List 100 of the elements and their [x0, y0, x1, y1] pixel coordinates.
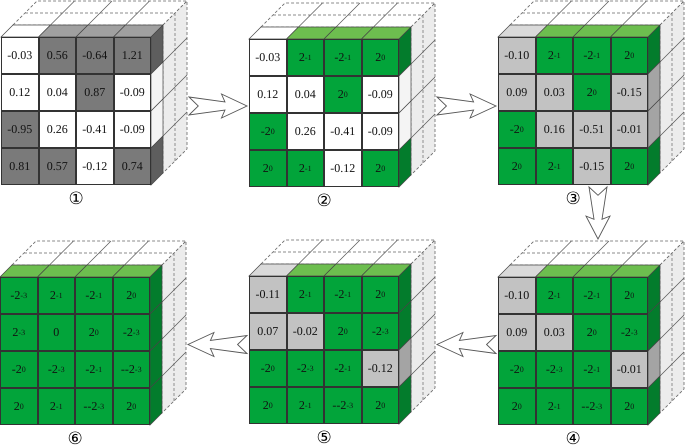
grid-cell: 0: [38, 314, 75, 351]
grid-cell: 0.03: [536, 74, 573, 111]
grid-cell: 2$^{-1}$: [536, 148, 573, 185]
step-number: ①: [68, 190, 84, 207]
grid-cell: -0.11: [249, 276, 286, 313]
grid-cell: -0.01: [610, 111, 648, 148]
grid-cell: -2$^{-3}$: [286, 350, 324, 387]
grid-cell: 2$^{0}$: [249, 387, 286, 424]
grid-cell: 2$^{0}$: [573, 74, 610, 111]
grid-cell: -0.12: [324, 150, 362, 187]
grid-cell: -0.64: [76, 37, 114, 74]
grid-cell: --2$^{-3}$: [324, 387, 362, 424]
grid-cell: -0.10: [498, 277, 536, 314]
grid-cell: 1.21: [114, 37, 151, 74]
grid-cell: -2$^{-1}$: [324, 39, 362, 76]
grid-cell: -0.41: [76, 111, 114, 148]
grid-cell: -2$^{-1}$: [573, 351, 610, 388]
grid-cell: --2$^{-3}$: [573, 388, 610, 425]
grid-cell: -2$^{-1}$: [324, 276, 362, 313]
grid-cell: 0.57: [38, 148, 76, 185]
grid-cell: 2$^{0}$: [362, 39, 399, 76]
block-arrow: [188, 93, 248, 119]
grid-cell: 0.12: [1, 74, 38, 111]
grid-cell: -0.12: [76, 148, 114, 185]
grid-cell: -2$^{0}$: [498, 351, 536, 388]
grid-cell: 0.81: [1, 148, 38, 185]
grid-cell: 2$^{0}$: [498, 388, 536, 425]
grid-cell: -2$^{0}$: [249, 113, 286, 150]
block-arrow: [585, 186, 611, 240]
grid-cell: -2$^{0}$: [498, 111, 536, 148]
grid-cell: -0.95: [1, 111, 38, 148]
grid-cell: -2$^{-3}$: [536, 351, 573, 388]
grid-cell: 2$^{0}$: [324, 76, 362, 113]
grid-cell: -2$^{-3}$: [0, 277, 38, 314]
grid-cell: 2$^{0}$: [75, 314, 112, 351]
grid-cell: 0.56: [38, 37, 76, 74]
grid-cell: 2$^{-3}$: [0, 314, 38, 351]
grid-cell: 0.07: [249, 313, 286, 350]
grid-cell: -2$^{-1}$: [75, 277, 112, 314]
grid-cell: -2$^{0}$: [249, 350, 286, 387]
grid-cell: 0.04: [286, 76, 324, 113]
grid-cell: 0.03: [536, 314, 573, 351]
grid-cell: 2$^{-1}$: [286, 387, 324, 424]
grid-cell: -0.51: [573, 111, 610, 148]
grid-cell: -0.01: [610, 351, 648, 388]
grid-cell: 0.12: [249, 76, 286, 113]
grid-cell: -2$^{-3}$: [362, 313, 399, 350]
grid-cell: 0.16: [536, 111, 573, 148]
grid-cell: 2$^{-1}$: [286, 276, 324, 313]
grid-cell: 2$^{-1}$: [38, 277, 75, 314]
grid-cell: -2$^{-1}$: [573, 37, 610, 74]
grid-cell: -0.09: [114, 74, 151, 111]
grid-cell: -0.09: [114, 111, 151, 148]
grid-cell: 2$^{0}$: [610, 388, 648, 425]
step-number: ③: [566, 190, 580, 207]
block-arrow: [436, 93, 498, 119]
grid-cell: -0.41: [324, 113, 362, 150]
grid-cell: -0.10: [498, 37, 536, 74]
grid-cell: --2$^{-3}$: [75, 388, 112, 425]
grid-cell: -2$^{-3}$: [112, 314, 150, 351]
grid-cell: -0.09: [362, 113, 399, 150]
grid-cell: 2$^{0}$: [362, 276, 399, 313]
step-number: ⑥: [68, 430, 82, 447]
grid-cell: 2$^{-1}$: [536, 388, 573, 425]
block-arrow: [436, 332, 498, 358]
grid-cell: 0.74: [114, 148, 151, 185]
step-number: ⑤: [316, 429, 332, 446]
grid-cell: 2$^{0}$: [610, 148, 648, 185]
grid-cell: -0.15: [610, 74, 648, 111]
grid-cell: 2$^{0}$: [249, 150, 286, 187]
grid-cell: 0.87: [76, 74, 114, 111]
grid-cell: 2$^{0}$: [573, 314, 610, 351]
grid-cell: 0.09: [498, 74, 536, 111]
grid-cell: -0.02: [286, 313, 324, 350]
grid-cell: -2$^{-1}$: [573, 277, 610, 314]
grid-cell: -2$^{0}$: [0, 351, 38, 388]
grid-cell: -2$^{-3}$: [38, 351, 75, 388]
grid-cell: 2$^{0}$: [324, 313, 362, 350]
grid-cell: 2$^{0}$: [610, 277, 648, 314]
grid-cell: 2$^{0}$: [112, 277, 150, 314]
grid-cell: 2$^{0}$: [610, 37, 648, 74]
grid-cell: 2$^{-1}$: [38, 388, 75, 425]
grid-cell: 2$^{0}$: [362, 150, 399, 187]
grid-cell: 0.04: [38, 74, 76, 111]
grid-cell: --2$^{-3}$: [112, 351, 150, 388]
grid-cell: -0.12: [362, 350, 399, 387]
grid-cell: 2$^{0}$: [498, 148, 536, 185]
block-arrow: [186, 332, 248, 358]
grid-cell: 2$^{-1}$: [286, 150, 324, 187]
grid-cell: 2$^{-1}$: [286, 39, 324, 76]
grid-cell: 2$^{-1}$: [536, 37, 573, 74]
grid-cell: 2$^{-1}$: [536, 277, 573, 314]
grid-cell: 2$^{0}$: [0, 388, 38, 425]
grid-cell: 0.09: [498, 314, 536, 351]
grid-cell: -0.09: [362, 76, 399, 113]
step-number: ②: [316, 192, 332, 209]
grid-cell: -2$^{-3}$: [610, 314, 648, 351]
grid-cell: -0.15: [573, 148, 610, 185]
grid-cell: 2$^{0}$: [362, 387, 399, 424]
step-number: ④: [566, 430, 580, 447]
